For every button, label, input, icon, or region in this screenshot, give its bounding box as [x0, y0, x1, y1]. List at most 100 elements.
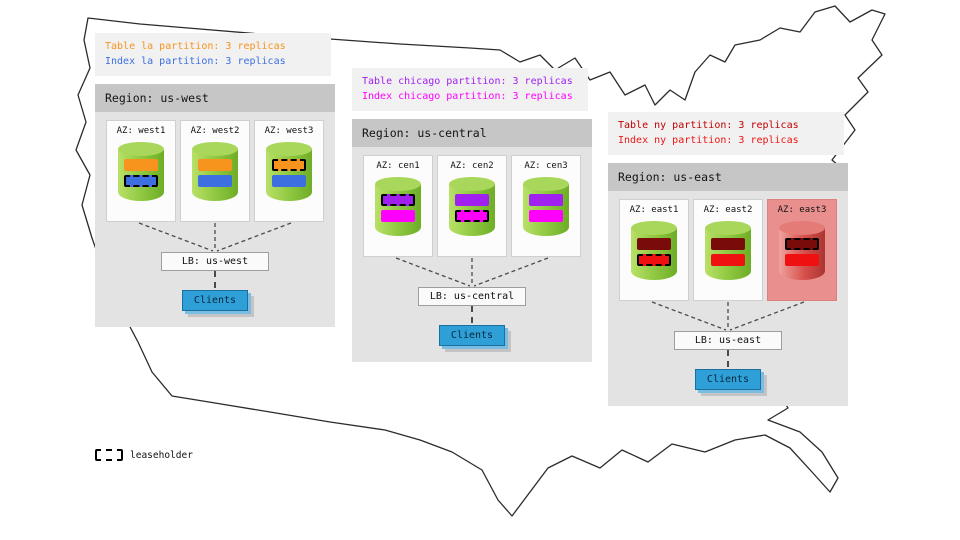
region-content: AZ: east1 AZ: east2	[608, 191, 848, 406]
lb-to-clients-connector	[727, 350, 729, 367]
table-replica-bar	[637, 238, 671, 250]
database-cylinder	[705, 221, 751, 281]
index-replica-bar	[455, 210, 489, 222]
region-title: Region: us-central	[352, 119, 592, 147]
replica-bars	[449, 194, 495, 222]
lb-to-clients-connector	[214, 271, 216, 288]
az-box-cen1: AZ: cen1	[363, 155, 433, 257]
clients-box: Clients	[182, 290, 248, 311]
region-title: Region: us-east	[608, 163, 848, 191]
az-label: AZ: east1	[629, 205, 679, 215]
database-cylinder	[523, 177, 569, 237]
region-box-us-central: Region: us-central AZ: cen1	[352, 119, 592, 362]
table-replica-bar	[272, 159, 306, 171]
load-balancer: LB: us-east	[674, 331, 782, 350]
az-box-east1: AZ: east1	[619, 199, 689, 301]
replica-bars	[705, 238, 751, 266]
caption-index-line: Index chicago partition: 3 replicas	[362, 90, 573, 102]
clients-box: Clients	[439, 325, 505, 346]
database-cylinder	[266, 142, 312, 202]
replica-bars	[375, 194, 421, 222]
caption-table-line: Table ny partition: 3 replicas	[618, 120, 799, 131]
az-box-cen3: AZ: cen3	[511, 155, 581, 257]
caption-index-line: Index ny partition: 3 replicas	[618, 134, 799, 146]
legend: leaseholder	[95, 449, 193, 461]
leaseholder-swatch-icon	[95, 449, 123, 461]
cylinder-top	[631, 221, 677, 235]
region-content: AZ: cen1 AZ: cen2	[352, 147, 592, 362]
database-cylinder	[631, 221, 677, 281]
load-balancer: LB: us-west	[161, 252, 269, 271]
caption-table-line: Table chicago partition: 3 replicas	[362, 76, 573, 87]
region-group-us-east: Table ny partition: 3 replicas Index ny …	[608, 112, 848, 406]
index-replica-bar	[637, 254, 671, 266]
table-replica-bar	[785, 238, 819, 250]
index-replica-bar	[529, 210, 563, 222]
az-to-lb-connectors	[651, 301, 805, 331]
replica-bars	[631, 238, 677, 266]
cylinder-top	[192, 142, 238, 156]
az-box-west2: AZ: west2	[180, 120, 250, 222]
partition-caption-us-east: Table ny partition: 3 replicas Index ny …	[608, 112, 844, 155]
table-replica-bar	[124, 159, 158, 171]
az-label: AZ: west1	[116, 126, 166, 136]
table-replica-bar	[711, 238, 745, 250]
region-group-us-west: Table la partition: 3 replicas Index la …	[95, 33, 335, 327]
replica-bars	[118, 159, 164, 187]
region-content: AZ: west1 AZ: west2	[95, 112, 335, 327]
az-box-west3: AZ: west3	[254, 120, 324, 222]
database-cylinder	[118, 142, 164, 202]
cylinder-top	[449, 177, 495, 191]
table-replica-bar	[381, 194, 415, 206]
table-replica-bar	[455, 194, 489, 206]
table-replica-bar	[529, 194, 563, 206]
index-replica-bar	[124, 175, 158, 187]
replica-bars	[779, 238, 825, 266]
cylinder-top	[523, 177, 569, 191]
index-replica-bar	[711, 254, 745, 266]
lb-to-clients-connector	[471, 306, 473, 323]
az-label: AZ: east3	[777, 205, 827, 215]
az-to-lb-connectors	[138, 222, 292, 252]
replica-bars	[266, 159, 312, 187]
region-box-us-east: Region: us-east AZ: east1	[608, 163, 848, 406]
cylinder-top	[375, 177, 421, 191]
az-label: AZ: cen2	[450, 161, 494, 171]
load-balancer: LB: us-central	[418, 287, 526, 306]
cylinder-top	[779, 221, 825, 235]
partition-caption-us-west: Table la partition: 3 replicas Index la …	[95, 33, 331, 76]
az-row: AZ: cen1 AZ: cen2	[352, 155, 592, 257]
index-replica-bar	[785, 254, 819, 266]
database-cylinder	[779, 221, 825, 281]
legend-label: leaseholder	[130, 449, 193, 461]
index-replica-bar	[381, 210, 415, 222]
az-label: AZ: east2	[703, 205, 753, 215]
database-cylinder	[192, 142, 238, 202]
region-group-us-central: Table chicago partition: 3 replicas Inde…	[352, 68, 592, 362]
replica-bars	[523, 194, 569, 222]
az-row: AZ: west1 AZ: west2	[95, 120, 335, 222]
database-cylinder	[449, 177, 495, 237]
region-box-us-west: Region: us-west AZ: west1	[95, 84, 335, 327]
az-label: AZ: cen1	[376, 161, 420, 171]
index-replica-bar	[198, 175, 232, 187]
cylinder-top	[266, 142, 312, 156]
az-box-west1: AZ: west1	[106, 120, 176, 222]
az-label: AZ: west3	[264, 126, 314, 136]
cylinder-top	[118, 142, 164, 156]
az-box-east3: AZ: east3	[767, 199, 837, 301]
database-cylinder	[375, 177, 421, 237]
az-row: AZ: east1 AZ: east2	[608, 199, 848, 301]
az-to-lb-connectors	[395, 257, 549, 287]
cylinder-top	[705, 221, 751, 235]
caption-index-line: Index la partition: 3 replicas	[105, 55, 286, 67]
replica-bars	[192, 159, 238, 187]
index-replica-bar	[272, 175, 306, 187]
partition-caption-us-central: Table chicago partition: 3 replicas Inde…	[352, 68, 588, 111]
az-box-cen2: AZ: cen2	[437, 155, 507, 257]
clients-box: Clients	[695, 369, 761, 390]
az-label: AZ: cen3	[524, 161, 568, 171]
az-label: AZ: west2	[190, 126, 240, 136]
region-title: Region: us-west	[95, 84, 335, 112]
